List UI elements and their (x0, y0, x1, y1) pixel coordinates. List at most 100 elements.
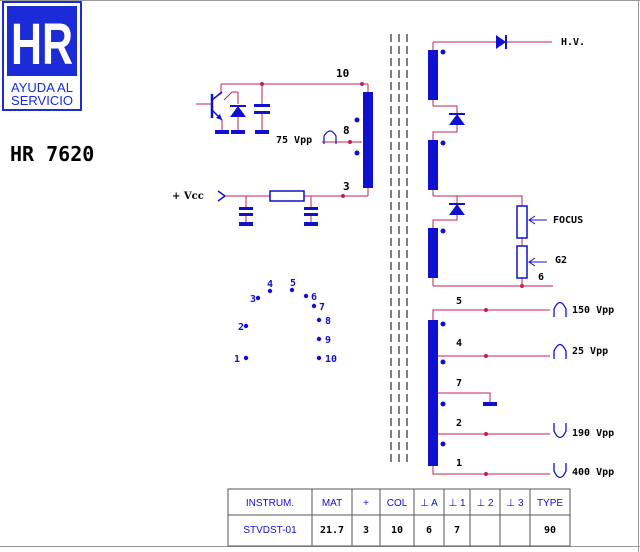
vpp-75-label: 75 Vpp (276, 135, 312, 146)
pin-dot-8 (316, 317, 322, 323)
pin-dot-9 (316, 336, 322, 342)
pulse-waveform-icon (323, 130, 337, 144)
pin-dot-2 (243, 323, 249, 329)
vpp-190-label: 190 Vpp (572, 428, 614, 439)
hv-diode-1 (449, 113, 465, 125)
table-header-cell: ⊥ 3 (506, 498, 523, 509)
table-header-cell: + (363, 498, 369, 509)
vcc-input-arrow-icon (217, 190, 227, 202)
pin-dot-6 (303, 293, 309, 299)
primary-wiring (196, 83, 369, 207)
sec-pin-1-label: 1 (456, 458, 462, 469)
pin-3-label: 3 (343, 180, 350, 193)
pin-dot-1 (243, 355, 249, 361)
pin-label-7: 7 (319, 302, 325, 313)
table-value-cell: 10 (391, 525, 403, 536)
primary-junctions (260, 82, 364, 198)
primary-dot-upper (354, 117, 360, 123)
flyback-capacitor (254, 104, 270, 134)
logo-block (7, 6, 77, 76)
table-header-cell: ⊥ A (420, 498, 438, 509)
pin-label-10: 10 (325, 354, 337, 365)
pin-dot-7 (311, 303, 317, 309)
logo-line1: AYUDA AL (11, 80, 73, 95)
hv-dot-1 (440, 49, 446, 55)
transformer-core (390, 34, 408, 466)
hv-diode-2 (449, 203, 465, 215)
table-value-cell: STVDST-01 (243, 525, 297, 536)
table-value-cell: 6 (426, 525, 432, 536)
hv-label: H.V. (561, 37, 585, 48)
primary-winding (363, 92, 373, 188)
pin-6-label: 6 (538, 272, 544, 283)
vcc-capacitor-right (304, 207, 318, 226)
pin-label-1: 1 (234, 354, 240, 365)
g2-junction (520, 284, 524, 288)
pulse-400-icon (553, 463, 567, 479)
vpp-25-label: 25 Vpp (572, 346, 608, 357)
transistor (210, 91, 229, 134)
pin-label-5: 5 (290, 278, 296, 289)
focus-label: FOCUS (553, 215, 583, 226)
pin-7-ground (483, 402, 497, 406)
g2-arrow-icon (528, 257, 547, 267)
secondary-wiring (432, 309, 550, 475)
pin-dot-4 (267, 288, 273, 294)
table-header-cell: COL (387, 498, 408, 509)
sec-pin-4-label: 4 (456, 338, 462, 349)
table-header-cell: TYPE (537, 498, 563, 509)
pin-label-8: 8 (325, 316, 331, 327)
pin-label-3: 3 (250, 294, 256, 305)
vcc-label: + Vcc (172, 191, 204, 202)
sec-pin-7-label: 7 (456, 378, 462, 389)
vcc-resistor (269, 190, 305, 202)
pulse-25-icon (553, 343, 567, 359)
hv-winding-1 (428, 50, 438, 100)
logo: HR AYUDA AL SERVICIO (2, 1, 82, 111)
pin-label-9: 9 (325, 335, 331, 346)
vcc-capacitor-left (239, 207, 253, 226)
pin-label-4: 4 (267, 279, 273, 290)
secondary-winding (428, 320, 438, 466)
pin-8-label: 8 (343, 124, 350, 137)
logo-line2: SERVICIO (11, 93, 73, 108)
table-header-cell: INSTRUM. (246, 498, 294, 509)
hv-dot-2 (440, 140, 446, 146)
primary-dot-lower (354, 150, 360, 156)
pin-dot-10 (316, 355, 322, 361)
g2-label: G2 (555, 255, 567, 266)
vpp-150-label: 150 Vpp (572, 305, 614, 316)
table-value-cell: 21.7 (320, 525, 344, 536)
logo-letters: HR (11, 12, 73, 77)
hv-winding-2 (428, 140, 438, 190)
model-title: HR 7620 (10, 142, 94, 166)
pin-dot-5 (289, 287, 295, 293)
pulse-190-icon (553, 423, 567, 439)
hv-dot-3 (440, 228, 446, 234)
g2-resistor (516, 245, 528, 279)
damper-diode (230, 105, 246, 134)
hv-output-diode (496, 35, 507, 49)
hv-winding-3 (428, 228, 438, 278)
table-header-cell: ⊥ 2 (476, 498, 493, 509)
hv-wiring (432, 41, 553, 287)
table-header-cell: MAT (322, 498, 342, 509)
sec-pin-5-label: 5 (456, 296, 462, 307)
table-value-cell: 3 (363, 525, 369, 536)
pin-label-6: 6 (311, 292, 317, 303)
pinout-diagram: 1 2 34 5 678 9 10 (234, 278, 337, 365)
pulse-150-icon (553, 301, 567, 317)
vpp-400-label: 400 Vpp (572, 467, 614, 478)
table-header-cell: ⊥ 1 (448, 498, 465, 509)
table-frame (227, 488, 571, 547)
sec-pin-2-label: 2 (456, 418, 462, 429)
table-value-cell: 7 (454, 525, 460, 536)
table-value-cell: 90 (544, 525, 556, 536)
pin-label-2: 2 (238, 322, 244, 333)
focus-arrow-icon (528, 215, 547, 225)
pin-10-label: 10 (336, 67, 349, 80)
secondary-junctions (484, 308, 488, 476)
focus-resistor (516, 205, 528, 239)
pin-dot-3 (255, 295, 261, 301)
spec-table: INSTRUM. MAT + COL ⊥ A ⊥ 1 ⊥ 2 ⊥ 3 TYPE STVDST-01… (227, 488, 571, 547)
